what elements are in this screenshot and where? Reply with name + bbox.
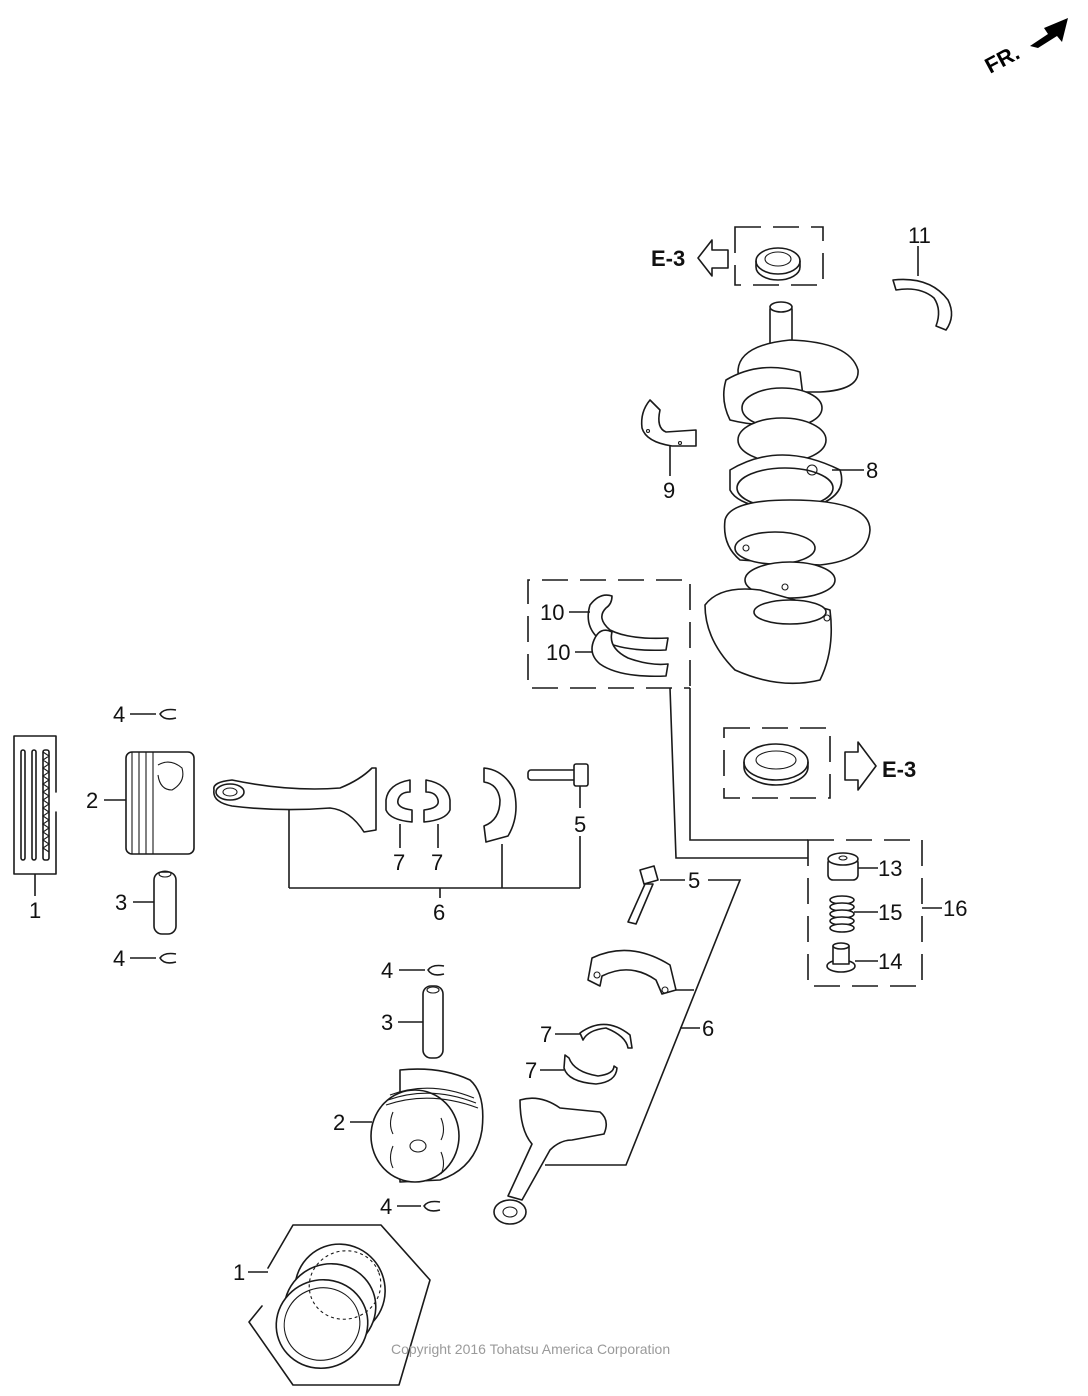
rod-cap-left[interactable] [483, 767, 517, 843]
rod-group-leader-lower [545, 879, 742, 1166]
connecting-rod-lower[interactable] [493, 1097, 608, 1225]
ref-e3-top[interactable]: E-3 [651, 239, 729, 277]
piston-ring-set-left[interactable]: 1 [13, 735, 57, 923]
callout-2-lower: 2 [333, 1110, 345, 1135]
rod-bolt-left[interactable] [527, 763, 589, 787]
connecting-rod-left[interactable] [213, 767, 377, 833]
callout-1-lower: 1 [233, 1260, 245, 1285]
piston-left[interactable]: 2 [86, 751, 195, 855]
oil-seal-mid-group[interactable] [723, 727, 831, 799]
callout-13: 13 [878, 856, 902, 881]
callout-5-lower: 5 [688, 868, 700, 893]
arrow-right-outline-icon [844, 741, 877, 791]
callout-7-left-a: 7 [393, 850, 405, 875]
callout-3-lower: 3 [381, 1010, 393, 1035]
callout-6-left: 6 [433, 900, 445, 925]
rod-bearing-lower-1[interactable] [555, 1023, 633, 1049]
arrow-up-right-icon [1030, 18, 1068, 48]
piston-pin-left[interactable]: 3 [115, 870, 177, 935]
seal-dashed-box-mid [723, 727, 831, 799]
callout-5-left: 5 [574, 812, 586, 837]
callout-10-upper: 10 [540, 600, 564, 625]
arrow-left-outline-icon [697, 239, 729, 277]
callout-4-lower-top: 4 [381, 958, 393, 983]
piston-lower[interactable] [350, 1068, 484, 1183]
callout-7-lower-b: 7 [525, 1058, 537, 1083]
callout-2-left: 2 [86, 788, 98, 813]
callout-16: 16 [943, 896, 967, 921]
relief-valve-assembly[interactable]: 13 15 14 16 [807, 839, 967, 987]
seal-dashed-box [734, 226, 824, 286]
piston-ring-set-lower[interactable] [248, 1224, 431, 1386]
callout-6-lower: 6 [702, 1016, 714, 1041]
rod-bearing-left-2[interactable] [423, 779, 451, 823]
rod-bolt-lower[interactable] [627, 865, 685, 925]
callout-11: 11 [908, 223, 931, 248]
callout-1-left: 1 [29, 898, 41, 923]
piston-pin-lower[interactable] [398, 985, 444, 1059]
callout-4-left-top: 4 [113, 702, 125, 727]
rod-bearing-left-1[interactable] [385, 779, 413, 823]
front-label: FR. [981, 40, 1024, 79]
callout-8: 8 [866, 458, 878, 483]
front-direction-indicator: FR. [981, 18, 1068, 78]
clip-left-top[interactable]: 4 [113, 702, 177, 727]
callout-14: 14 [878, 949, 902, 974]
ref-e3-mid[interactable]: E-3 [844, 741, 916, 791]
callout-7-left-b: 7 [431, 850, 443, 875]
clip-lower-bottom[interactable] [397, 1200, 441, 1212]
callout-7-lower-a: 7 [540, 1022, 552, 1047]
rod-leaders-left [288, 786, 581, 898]
clip-lower-top[interactable] [399, 964, 445, 976]
crankshaft[interactable]: 8 [704, 301, 878, 685]
ref-e3-top-label: E-3 [651, 246, 685, 271]
valve-dashed-box [807, 839, 923, 987]
callout-4-left-bottom: 4 [113, 946, 125, 971]
copyright-notice: Copyright 2016 Tohatsu America Corporati… [391, 1341, 670, 1357]
rod-cap-lower[interactable] [587, 949, 694, 995]
ref-e3-mid-label: E-3 [882, 757, 916, 782]
clip-left-bottom[interactable]: 4 [113, 946, 177, 971]
main-bearing-11[interactable]: 11 [892, 223, 953, 331]
callout-3-left: 3 [115, 890, 127, 915]
callout-15: 15 [878, 900, 902, 925]
oil-seal-top-group[interactable] [734, 226, 824, 286]
spring-15 [829, 895, 855, 933]
callout-10-lower: 10 [546, 640, 570, 665]
callout-9: 9 [663, 478, 675, 503]
main-bearing-9[interactable]: 9 [640, 399, 697, 503]
callout-4-lower-bottom: 4 [380, 1194, 392, 1219]
leader-group-line [669, 687, 808, 859]
leader-group-line-2 [689, 688, 808, 841]
thrust-bearing-group[interactable]: 10 10 [527, 579, 691, 689]
rod-bearing-lower-2[interactable] [540, 1054, 618, 1085]
